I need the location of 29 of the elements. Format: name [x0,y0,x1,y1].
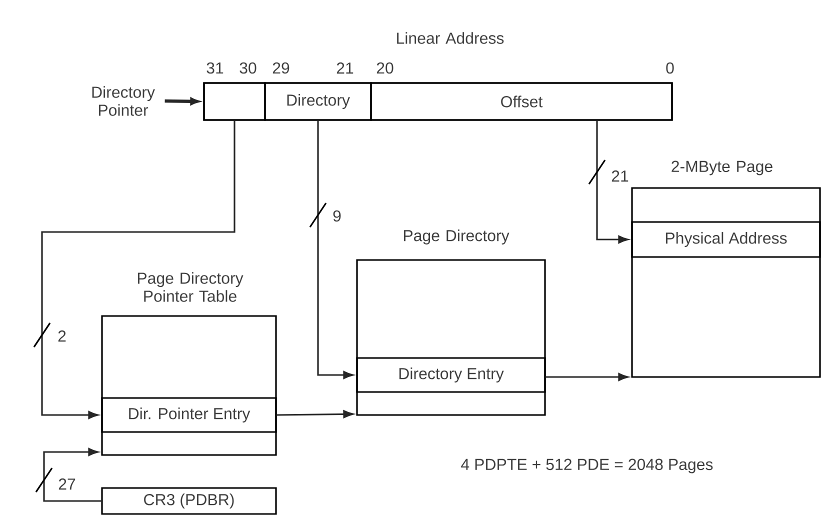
entry-row: Directory Entry [356,357,546,393]
box-title: 2-MByte Page [672,160,772,176]
bit-number: 20 [376,62,394,74]
arrow [596,120,628,244]
register-box: CR3 (PDBR) [101,487,277,515]
entry-row: Dir. Pointer Entry [101,397,277,433]
bit-number: 0 [666,62,674,74]
edge-label: 21 [612,170,628,182]
arrow [546,373,628,381]
bit-field: Offset [370,82,673,121]
box-title: Linear Address [397,32,504,44]
bit-number: 30 [240,62,256,74]
bit-number: 21 [336,62,354,74]
edge-label: 9 [333,210,341,222]
edge-label: 2 [58,330,66,342]
arrow [41,120,236,419]
arrow [43,448,102,502]
bit-field [203,82,266,121]
bit-number: 31 [206,62,224,74]
bit-number: 29 [272,62,290,74]
box-title: Page Directory Pointer Table [138,272,244,302]
bit-field: Directory [264,82,372,121]
note-text: 4 PDPTE + 512 PDE = 2048 Pages [461,458,713,474]
side-label: Directory Pointer [92,86,155,116]
arrow [317,120,354,379]
edge-label: 27 [58,478,76,490]
arrow [276,410,354,418]
box-title: Page Directory [404,230,510,244]
entry-row: Physical Address [631,221,821,258]
